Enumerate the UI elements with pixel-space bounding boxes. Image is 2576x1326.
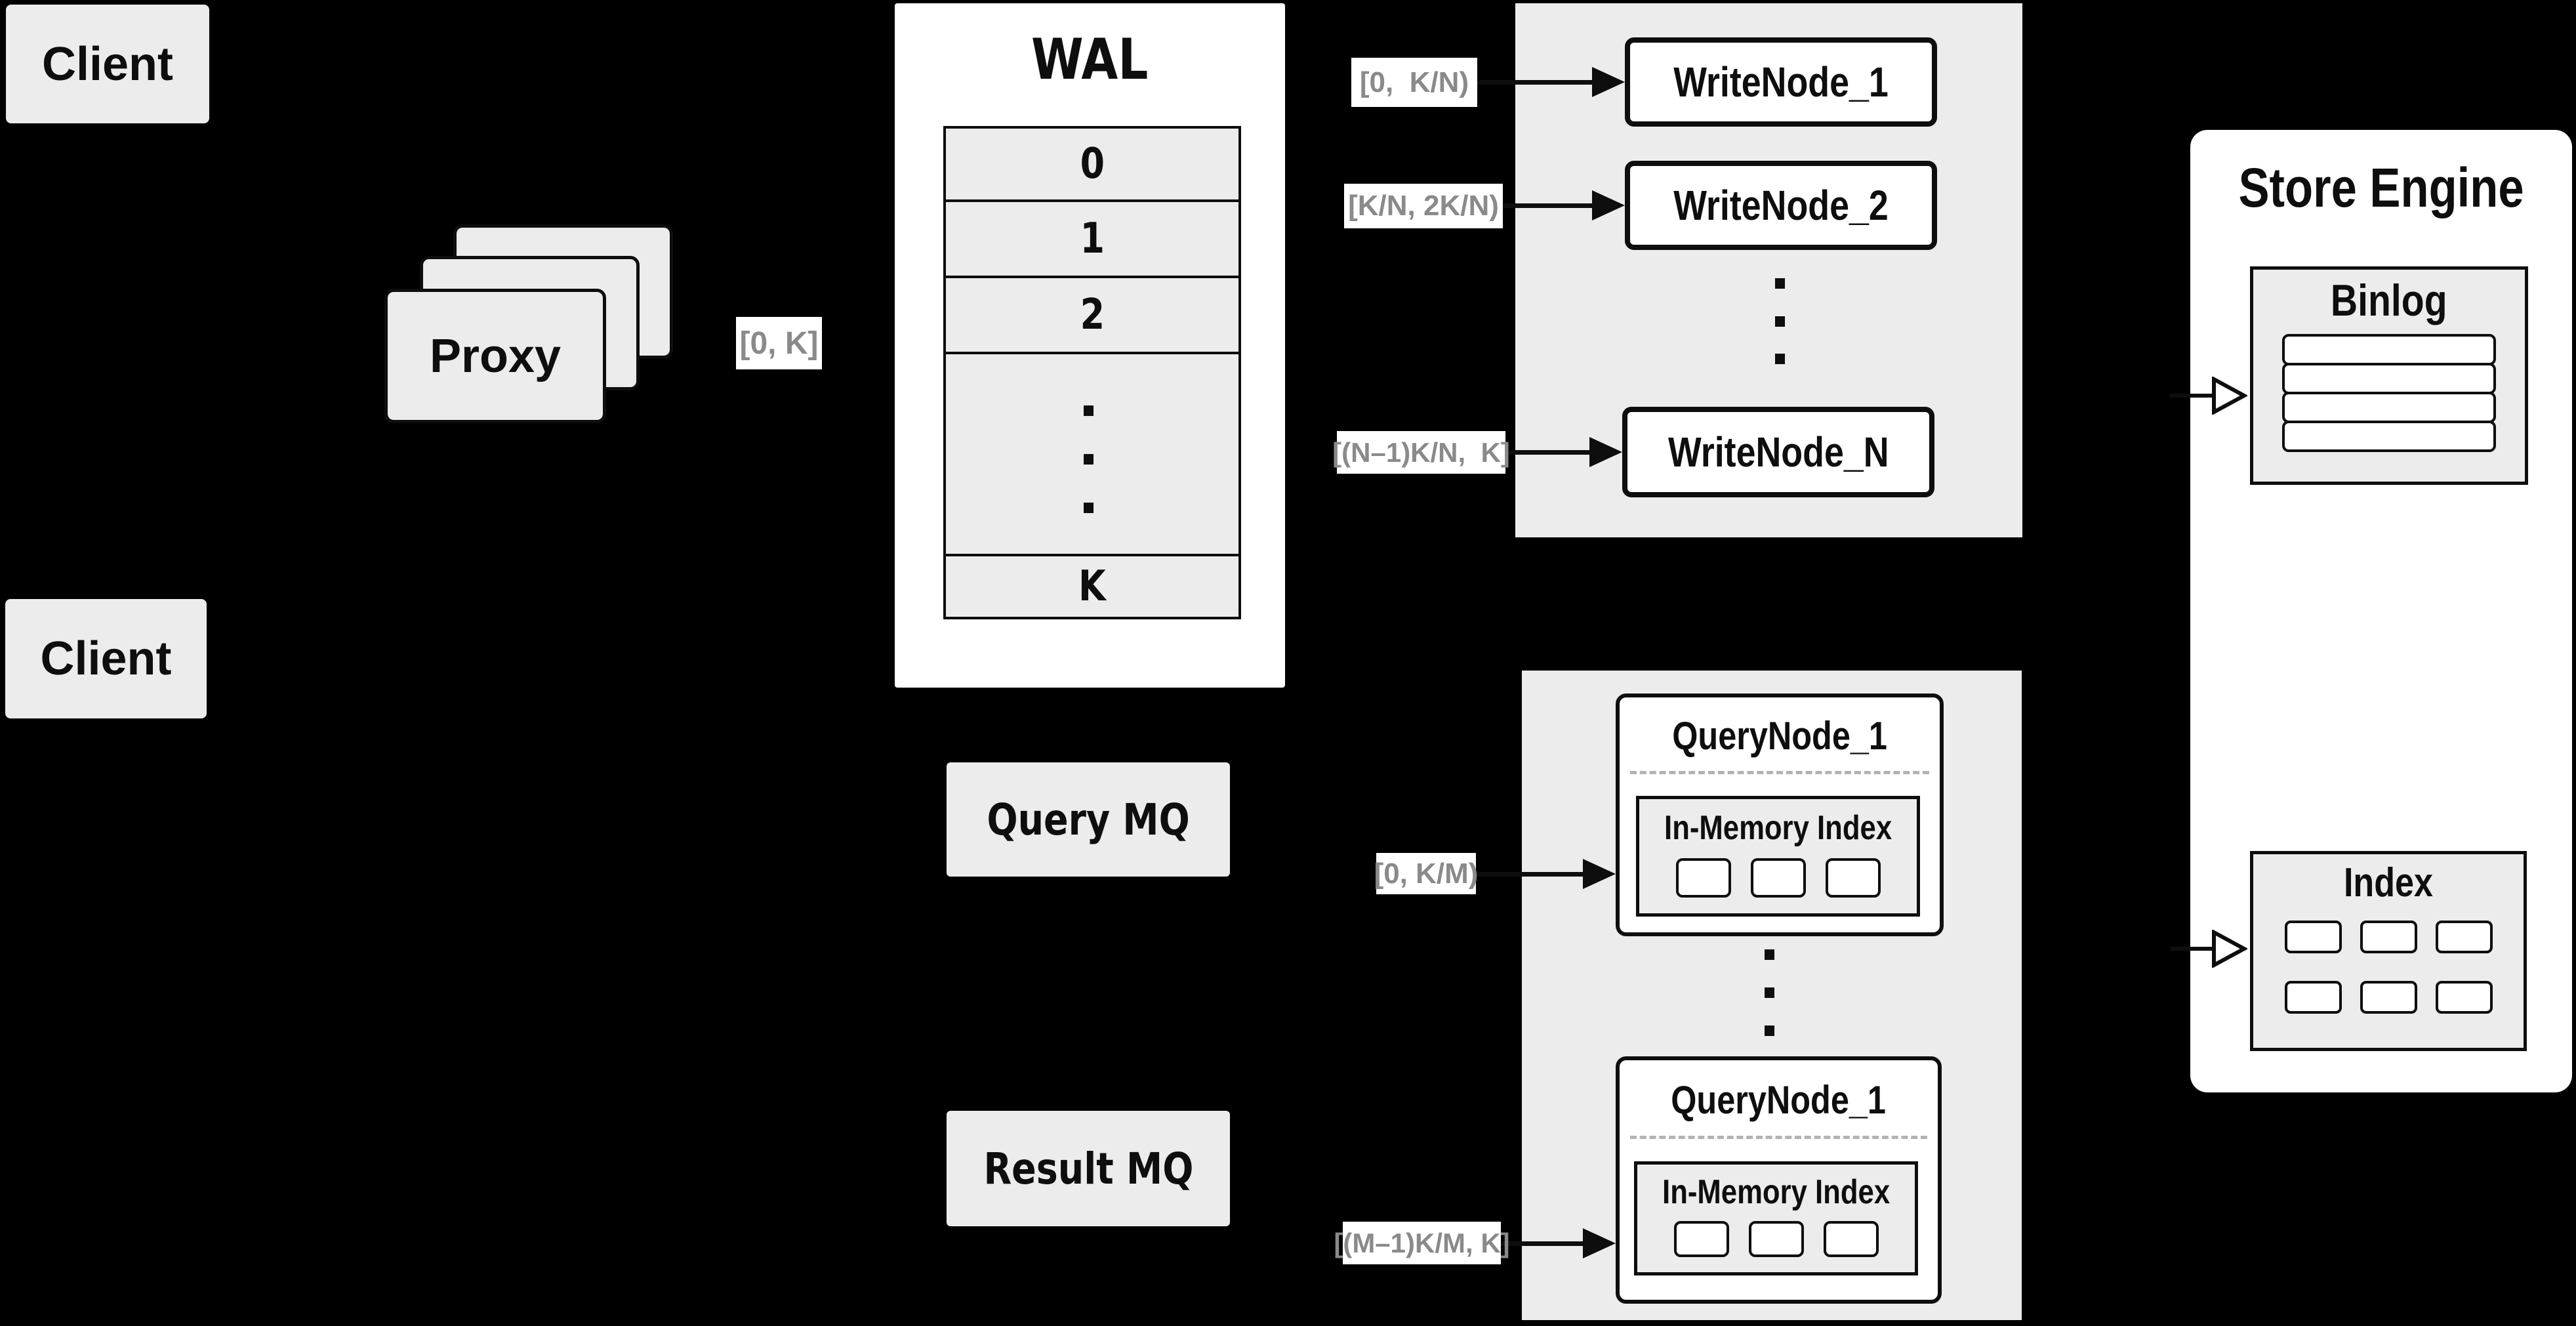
query-group-ellipsis-dot: [1765, 987, 1774, 998]
query-group-ellipsis-dot: [1765, 1026, 1774, 1036]
range-text: [(M–1)K/M, K]: [1334, 1227, 1510, 1258]
wal-row-label: 2: [1080, 291, 1105, 339]
segment-square: [1823, 1221, 1879, 1257]
wal-row: 2: [943, 276, 1241, 354]
arrow-line: [1501, 1241, 1583, 1246]
range-text: [0, K/N): [1359, 66, 1469, 98]
write-range-label-2: [K/N, 2K/N): [1344, 184, 1503, 228]
index-cell: [2360, 981, 2417, 1014]
proxy-label: Proxy: [429, 329, 562, 383]
write-range-label-n: [(N–1)K/N, K]: [1332, 431, 1510, 474]
query-node-title: QueryNode_1: [1672, 714, 1887, 758]
query-mq-box: Query MQ: [947, 762, 1230, 877]
arrow-line: [1505, 450, 1589, 455]
arrowhead-icon: [1592, 67, 1625, 97]
binlog-box: Binlog: [2250, 266, 2528, 485]
in-memory-index-label: In-Memory Index: [1662, 1173, 1891, 1211]
wal-row-label: 0: [1080, 140, 1105, 188]
client-box-bottom: Client: [5, 599, 207, 718]
arrow-line: [2170, 394, 2215, 398]
segment-square: [1825, 858, 1881, 898]
write-group-ellipsis-dot: [1775, 316, 1785, 327]
dashed-divider: [1630, 771, 1929, 774]
binlog-row: [2282, 392, 2496, 423]
segment-square: [1748, 1221, 1804, 1257]
in-memory-index-box: In-Memory Index: [1636, 796, 1920, 917]
write-node-label: WriteNode_1: [1673, 58, 1889, 106]
proxy-range-label: [0, K]: [736, 317, 822, 369]
write-node-2-box: WriteNode_2: [1625, 161, 1937, 250]
arrowhead-icon: [1592, 190, 1625, 220]
dashed-divider: [1630, 1136, 1927, 1139]
proxy-card-front: Proxy: [384, 289, 606, 423]
wal-ellipsis-dot: [1084, 454, 1094, 465]
index-title: Index: [2343, 860, 2434, 905]
segment-square: [1750, 858, 1806, 898]
arrowhead-icon: [1583, 1228, 1616, 1258]
segment-square: [1673, 1221, 1729, 1257]
in-memory-index-box: In-Memory Index: [1634, 1161, 1918, 1275]
write-group-ellipsis-dot: [1775, 354, 1785, 364]
wal-row: 1: [943, 199, 1241, 278]
query-node-title: QueryNode_1: [1671, 1078, 1887, 1122]
arrow-line: [2170, 947, 2215, 951]
write-range-label-1: [0, K/N): [1351, 58, 1477, 107]
query-range-label-m: [(M–1)K/M, K]: [1334, 1222, 1510, 1264]
index-cell: [2360, 921, 2417, 953]
arrow-line: [1477, 80, 1592, 85]
wal-row: K: [943, 554, 1241, 619]
open-arrowhead-icon: [2212, 377, 2247, 415]
binlog-row: [2282, 334, 2496, 365]
query-mq-label: Query MQ: [987, 794, 1190, 845]
write-node-n-box: WriteNode_N: [1622, 407, 1934, 497]
index-cell: [2435, 981, 2493, 1014]
client-box-top: Client: [6, 5, 209, 123]
write-node-label: WriteNode_N: [1667, 428, 1889, 476]
index-cell: [2284, 981, 2342, 1014]
result-mq-label: Result MQ: [983, 1143, 1193, 1194]
arrow-line: [1476, 872, 1583, 877]
index-cell: [2284, 921, 2342, 953]
wal-row-label: K: [1078, 562, 1106, 611]
result-mq-box: Result MQ: [947, 1111, 1230, 1226]
wal-title: WAL: [1031, 27, 1149, 93]
binlog-row: [2282, 421, 2496, 452]
arrow-line: [1503, 203, 1592, 208]
client-label: Client: [41, 37, 173, 91]
wal-ellipsis-dot: [1084, 405, 1094, 416]
segment-square: [1675, 858, 1731, 898]
wal-row-label: 1: [1080, 215, 1105, 263]
binlog-row: [2282, 363, 2496, 394]
index-cell: [2435, 921, 2493, 953]
write-group-ellipsis-dot: [1775, 278, 1785, 289]
query-range-label-1: [0, K/M): [1374, 853, 1479, 894]
open-arrowhead-icon: [2212, 930, 2247, 968]
write-node-1-box: WriteNode_1: [1625, 37, 1937, 127]
index-box: Index: [2250, 851, 2527, 1051]
store-engine-title: Store Engine: [2238, 157, 2524, 218]
range-text: [K/N, 2K/N): [1348, 190, 1499, 222]
client-label: Client: [40, 632, 172, 685]
range-text: [0, K/M): [1374, 857, 1479, 890]
arrowhead-icon: [1589, 437, 1622, 467]
arrowhead-icon: [1583, 859, 1616, 889]
write-node-label: WriteNode_2: [1673, 182, 1889, 229]
wal-ellipsis-dot: [1084, 503, 1094, 513]
wal-row: 0: [943, 126, 1241, 202]
proxy-range-text: [0, K]: [739, 325, 819, 361]
binlog-title: Binlog: [2331, 276, 2447, 325]
in-memory-index-label: In-Memory Index: [1664, 809, 1892, 847]
wal-table: 0 1 2 K: [943, 126, 1241, 619]
range-text: [(N–1)K/N, K]: [1332, 436, 1510, 468]
query-group-ellipsis-dot: [1765, 949, 1774, 960]
